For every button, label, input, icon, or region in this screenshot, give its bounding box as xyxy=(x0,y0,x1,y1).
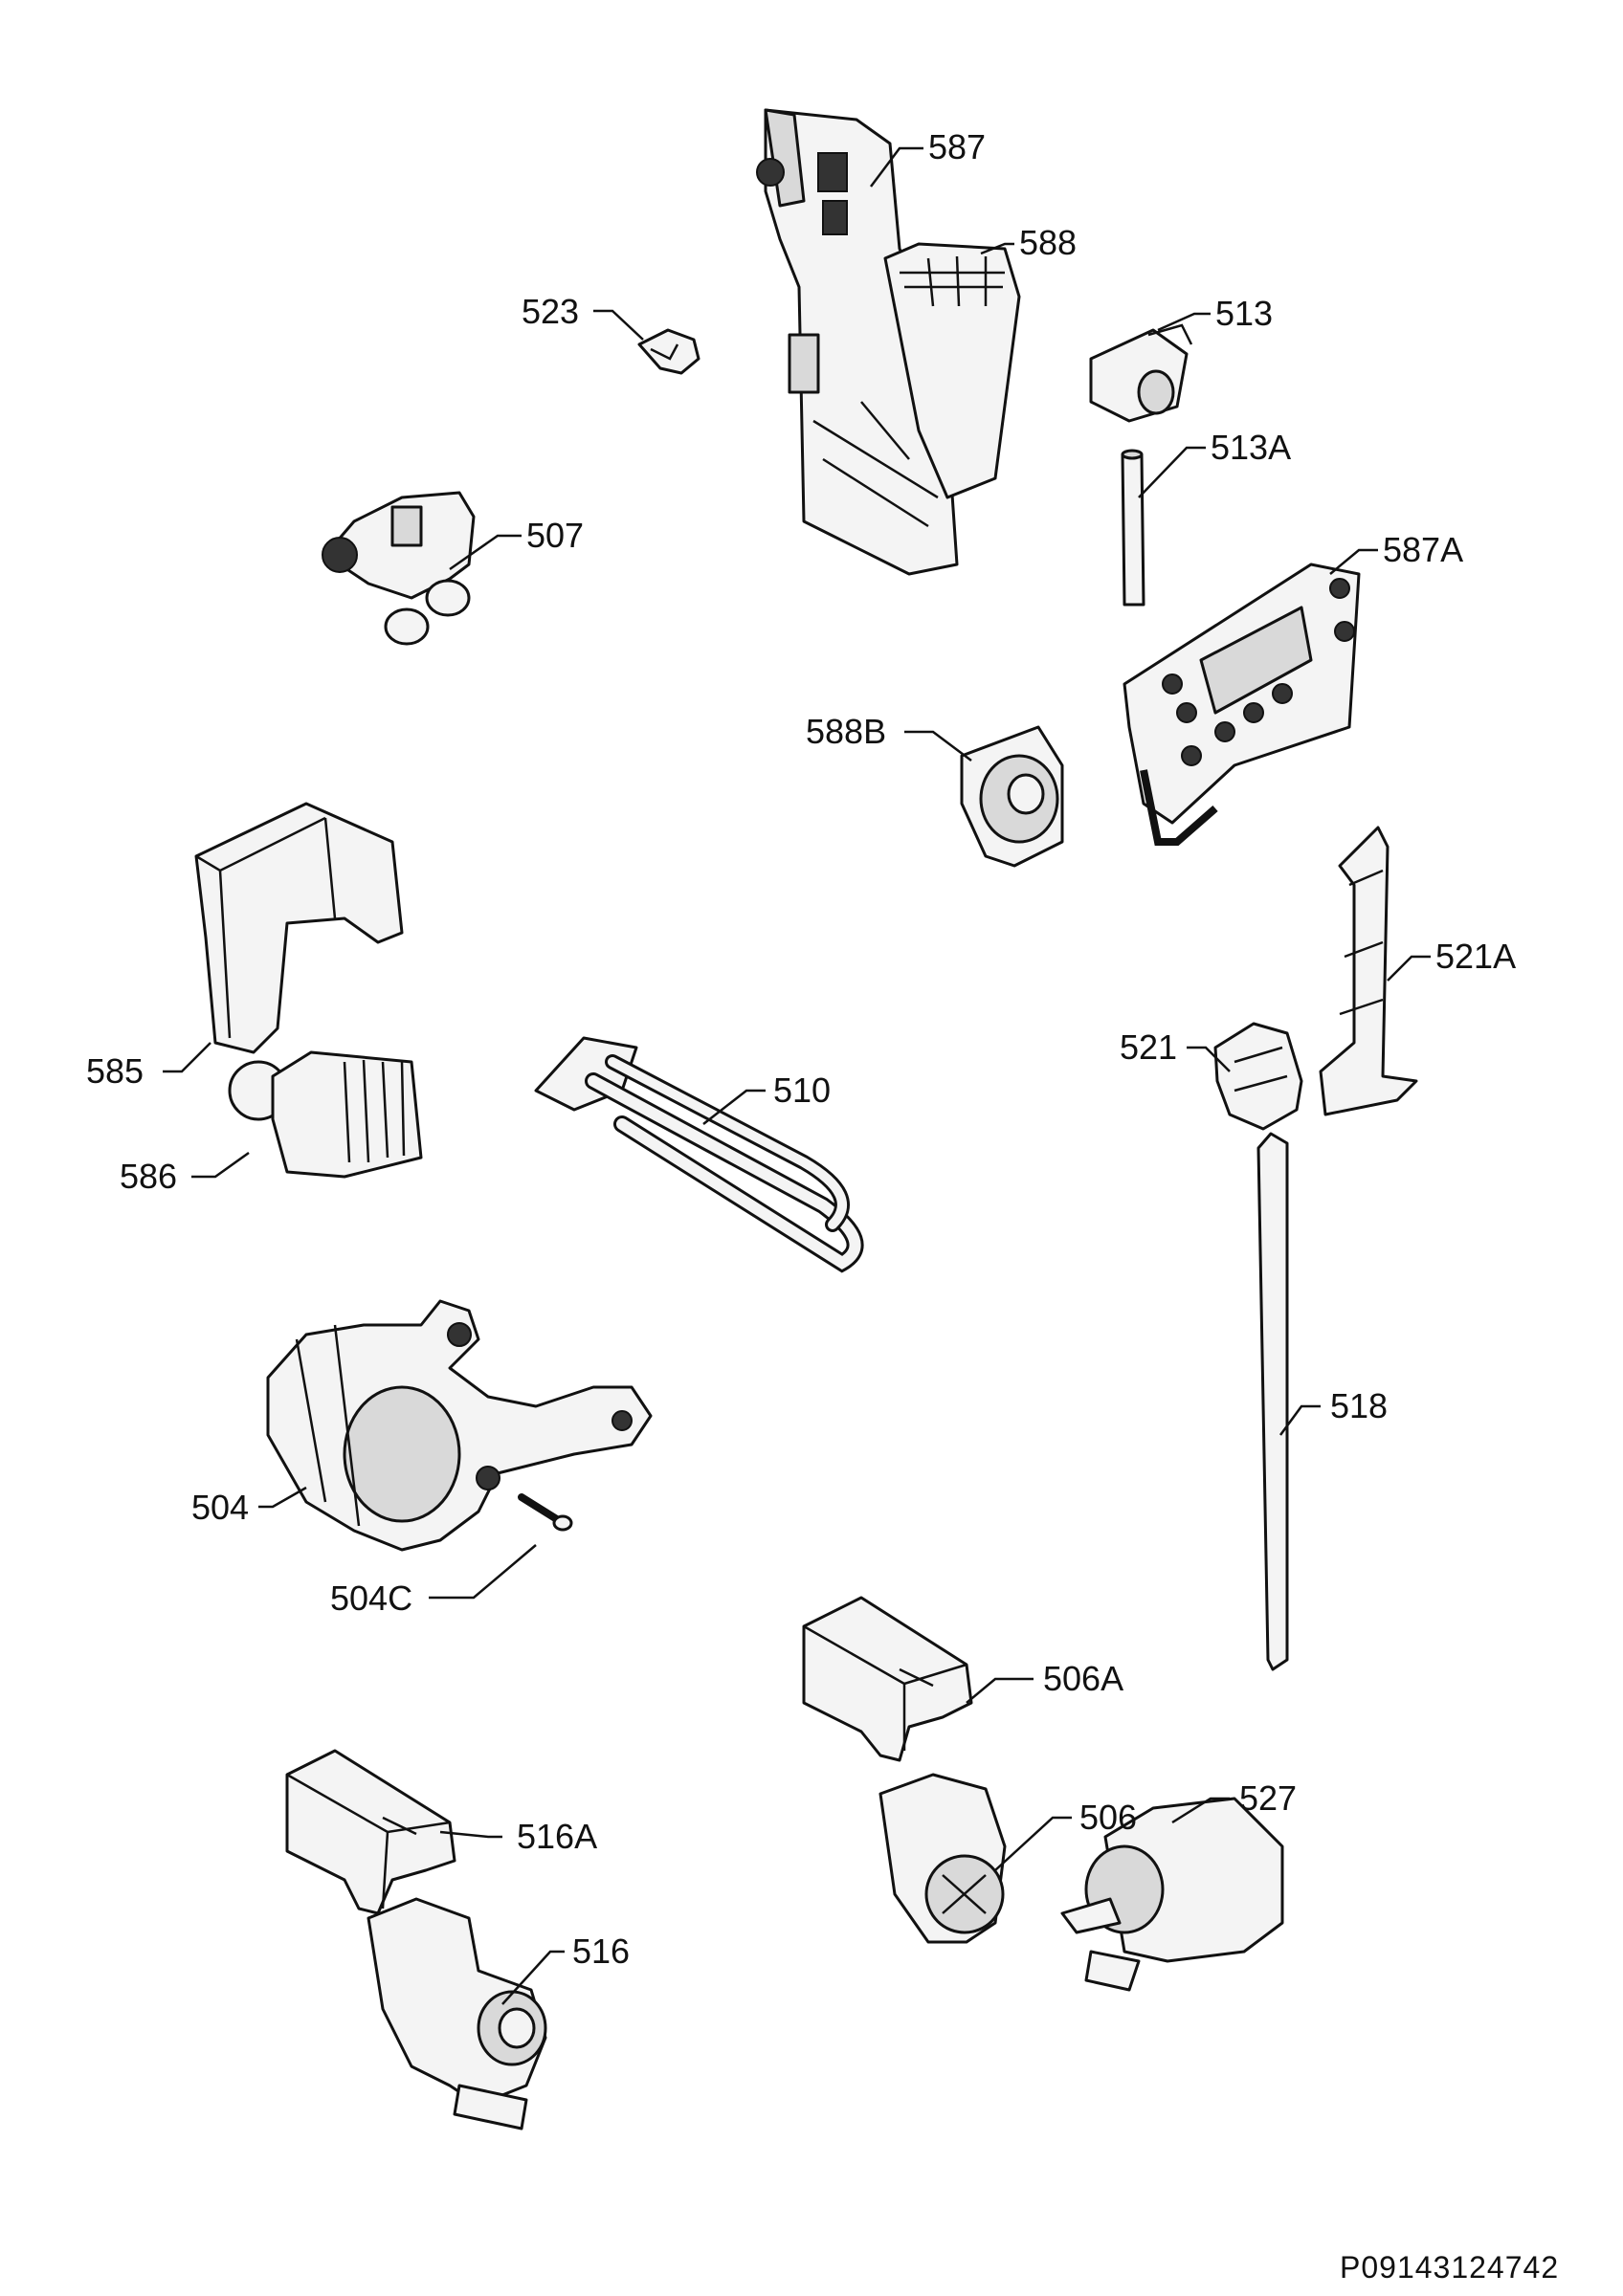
leader-527 xyxy=(1171,1797,1230,1824)
label-516: 516 xyxy=(572,1932,630,1971)
part-504c-screw xyxy=(518,1493,573,1532)
label-521a: 521A xyxy=(1435,937,1516,976)
leader-588 xyxy=(980,242,1014,255)
part-506a-cover xyxy=(802,1596,973,1762)
leader-504 xyxy=(258,1486,307,1509)
leader-523 xyxy=(593,309,644,341)
leader-521a xyxy=(1387,955,1431,982)
part-521-door-lock xyxy=(1213,1022,1303,1131)
label-506: 506 xyxy=(1079,1798,1137,1837)
part-588b-pressure-switch xyxy=(960,725,1064,868)
leader-510 xyxy=(702,1089,766,1125)
part-587a-display-board xyxy=(1123,563,1361,846)
part-521a-bracket xyxy=(1319,826,1418,1116)
part-516a-cover xyxy=(285,1749,456,1915)
label-516a: 516A xyxy=(517,1817,597,1856)
label-506a: 506A xyxy=(1043,1659,1123,1698)
part-510-heating-element xyxy=(534,1036,864,1273)
part-513-filter xyxy=(1089,323,1193,423)
label-587: 587 xyxy=(928,127,986,166)
part-516-drain-pump xyxy=(367,1897,547,2130)
part-507-inlet-valve xyxy=(322,491,476,646)
leader-585 xyxy=(163,1042,211,1073)
label-523: 523 xyxy=(522,292,579,331)
document-id: P09143124742 xyxy=(1340,2250,1560,2285)
part-587-control-board xyxy=(756,108,959,576)
part-588-connector-housing xyxy=(883,242,1021,499)
label-588: 588 xyxy=(1019,223,1077,262)
label-587a: 587A xyxy=(1383,530,1463,569)
part-506-drain-pump xyxy=(878,1773,1007,1944)
leader-513a xyxy=(1138,446,1206,498)
label-585: 585 xyxy=(86,1051,144,1091)
label-588b: 588B xyxy=(806,712,886,751)
part-504-motor xyxy=(266,1299,653,1552)
label-527: 527 xyxy=(1239,1778,1297,1818)
part-586-pump xyxy=(228,1050,423,1179)
leader-lines xyxy=(163,146,1431,2005)
label-586: 586 xyxy=(120,1157,177,1196)
leader-587 xyxy=(870,146,923,188)
part-labels: 587 588 523 513 513A 507 587A 588B 521A … xyxy=(86,127,1516,1971)
leader-586 xyxy=(191,1151,250,1179)
leader-521 xyxy=(1187,1046,1231,1072)
leader-507 xyxy=(449,534,522,571)
label-513a: 513A xyxy=(1211,428,1291,467)
part-518-rod xyxy=(1256,1132,1289,1671)
label-507: 507 xyxy=(526,516,584,555)
leader-513 xyxy=(1157,312,1211,332)
leader-516a xyxy=(439,1830,502,1839)
leader-516 xyxy=(501,1950,565,2005)
leader-506a xyxy=(966,1677,1034,1704)
leader-506 xyxy=(994,1816,1072,1871)
leader-587a xyxy=(1329,548,1378,575)
leader-588b xyxy=(904,730,972,762)
part-523-clip xyxy=(637,328,700,375)
part-513a-tube xyxy=(1121,449,1145,607)
leader-518 xyxy=(1278,1404,1321,1436)
leader-504c xyxy=(429,1544,537,1600)
label-504c: 504C xyxy=(330,1578,412,1618)
part-585-cover xyxy=(194,802,404,1054)
part-527-pump xyxy=(1060,1797,1284,1992)
label-518: 518 xyxy=(1330,1386,1388,1425)
label-513: 513 xyxy=(1215,294,1273,333)
label-521: 521 xyxy=(1120,1027,1177,1067)
label-510: 510 xyxy=(773,1071,831,1110)
label-504: 504 xyxy=(191,1488,249,1527)
